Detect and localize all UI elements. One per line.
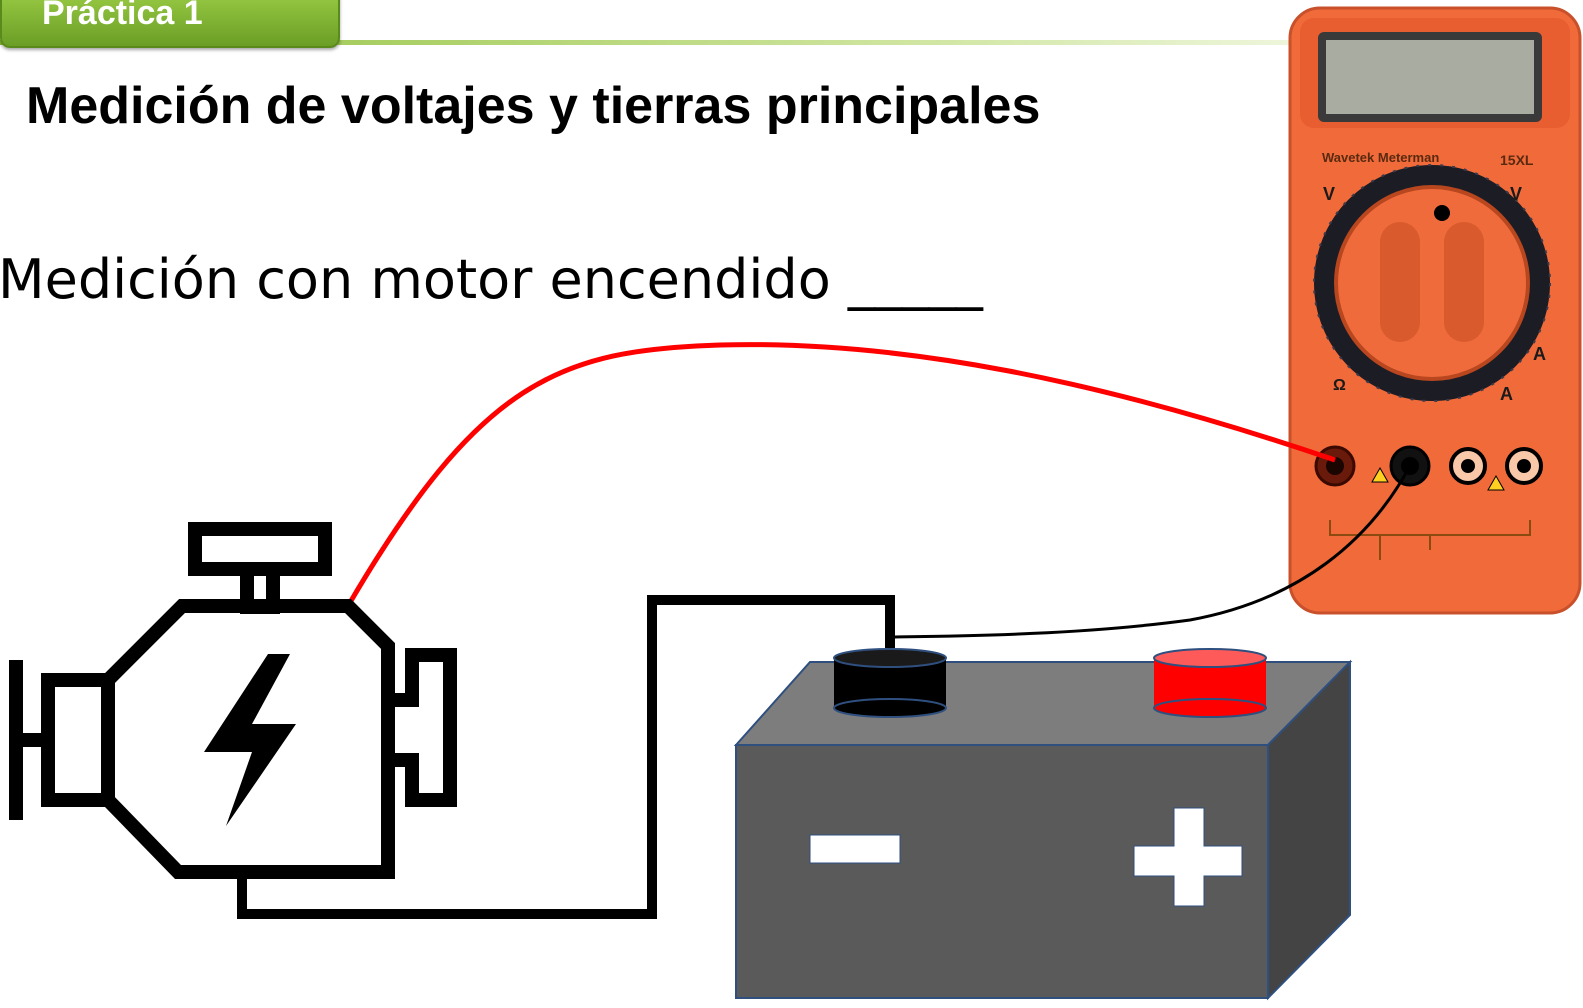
svg-text:A: A (1533, 344, 1546, 364)
battery-icon (733, 648, 1353, 1001)
positive-terminal (1153, 648, 1267, 718)
plus-sign (1133, 807, 1243, 907)
svg-text:V: V (1510, 184, 1522, 204)
section-tab (0, 0, 340, 48)
negative-terminal (833, 648, 947, 718)
svg-text:A: A (1500, 384, 1513, 404)
selector-knob[interactable] (1334, 185, 1530, 381)
header-divider (0, 40, 1300, 45)
lightning-bolt-icon (204, 654, 296, 826)
instruction-text: Medición con motor encendido _____ (0, 248, 983, 311)
multimeter-icon: Wavetek Meterman 15XL V V Ω A A (1288, 6, 1582, 615)
svg-text:V: V (1323, 184, 1335, 204)
engine-icon (9, 522, 457, 879)
multimeter-brand: Wavetek Meterman (1322, 150, 1439, 165)
page-title: Medición de voltajes y tierras principal… (26, 77, 1041, 135)
red-probe-wire (345, 342, 1336, 608)
multimeter-model: 15XL (1500, 152, 1534, 168)
section-tab-label: Práctica 1 (42, 0, 203, 32)
svg-text:Ω: Ω (1333, 377, 1346, 394)
black-probe-wire (889, 465, 1412, 639)
minus-sign (809, 834, 901, 864)
ground-wire (237, 595, 895, 919)
